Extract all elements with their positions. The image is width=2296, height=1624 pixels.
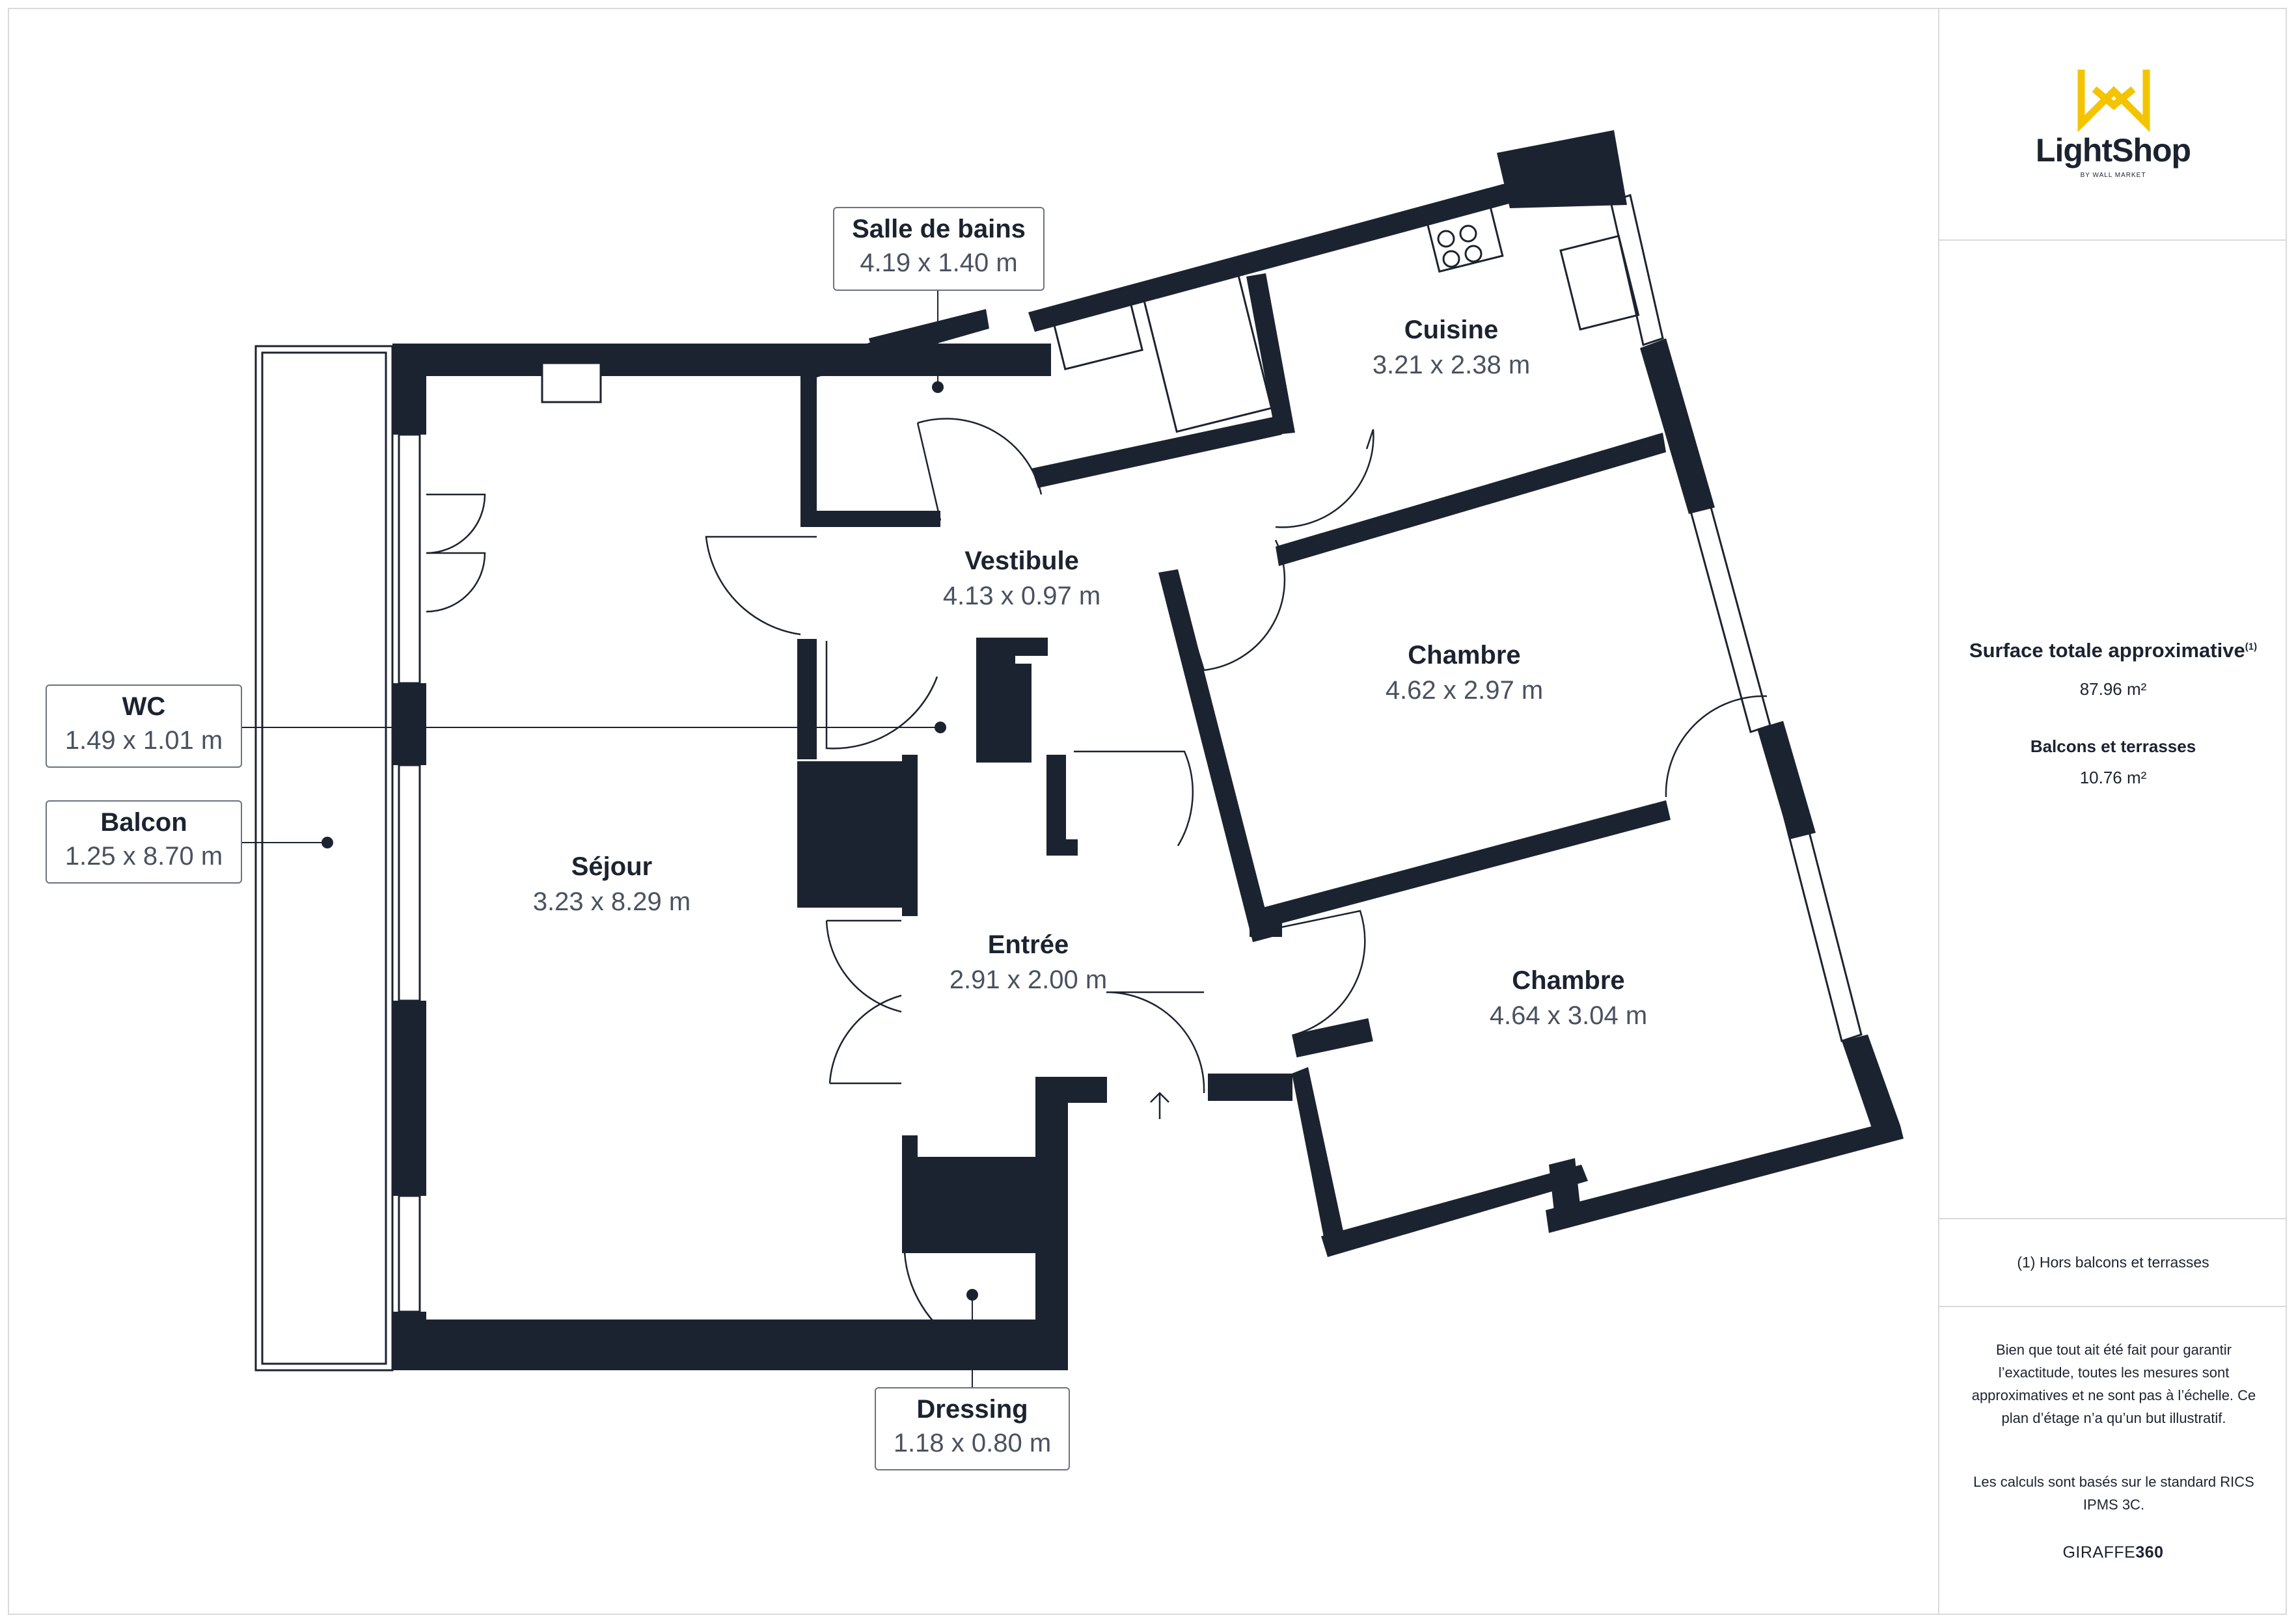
standard-note: Les calculs sont basés sur le standard R… [1973, 1474, 2254, 1513]
panel-divider [1939, 1218, 2287, 1219]
door-swing-icon [1106, 991, 1205, 1094]
wall-segment [1263, 800, 1671, 927]
wall-segment [1842, 1035, 1900, 1135]
door-swing-icon [825, 919, 902, 1013]
door-swing-icon [705, 535, 817, 636]
wall-segment [1292, 1018, 1373, 1058]
wall-segment [976, 639, 1015, 763]
wall-segment [1158, 569, 1272, 942]
window-icon [398, 433, 421, 684]
door-swing-icon [1665, 695, 1768, 798]
balcony-area-value: 10.76 m² [2079, 768, 2147, 787]
room-label-sejour: Séjour 3.23 x 8.29 m [532, 852, 691, 916]
wall-segment [817, 338, 882, 377]
wall-segment [1046, 755, 1066, 849]
wall-segment [392, 1001, 426, 1196]
wall-segment [1208, 1074, 1292, 1101]
wall-segment [1028, 182, 1516, 332]
door-swing-icon [823, 1252, 953, 1338]
wall-segment [797, 761, 916, 908]
walls [392, 130, 1904, 1370]
callout-wc: WC 1.49 x 1.01 m [46, 684, 242, 768]
wall-segment [1250, 911, 1282, 937]
doors [426, 418, 1768, 1338]
door-swing-icon [1265, 910, 1366, 1036]
brand-tagline: BY WALL MARKET [2080, 172, 2146, 179]
window-icon [1688, 496, 1771, 733]
wall-segment [902, 1157, 1035, 1253]
disclaimer: Bien que tout ait été fait pour garantir… [1971, 1342, 2256, 1426]
windows [398, 194, 1863, 1313]
door-swing-icon [426, 493, 486, 554]
page-frame [8, 8, 2287, 1615]
wall-segment [1497, 130, 1627, 208]
room-label-cuisine: Cuisine 3.21 x 2.38 m [1372, 316, 1531, 379]
sink-icon [1559, 234, 1640, 331]
panel-divider [1939, 1306, 2287, 1307]
sink-icon [1050, 291, 1143, 371]
door-swing-icon [1177, 539, 1286, 671]
wall-segment [392, 344, 1051, 376]
room-label-chambre-1: Chambre 4.62 x 2.97 m [1385, 641, 1544, 705]
wall-segment [1321, 1165, 1588, 1257]
footnote: (1) Hors balcons et terrasses [2017, 1254, 2209, 1271]
wall-segment [797, 639, 817, 759]
door-swing-icon [426, 552, 486, 613]
door-swing-icon [825, 641, 938, 750]
room-label-vestibule: Vestibule 4.13 x 0.97 m [942, 547, 1101, 610]
callout-salle-de-bains: Salle de bains 4.19 x 1.40 m [833, 207, 1045, 291]
panel-divider [1939, 239, 2287, 241]
balcony-area-label: Balcons et terrasses [2030, 737, 2196, 756]
info-panel: LightShop BY WALL MARKET Surface totale … [1938, 8, 2287, 1615]
wall-segment [1640, 338, 1715, 514]
lightshop-logo-icon [2077, 70, 2150, 133]
window-icon [1609, 194, 1664, 346]
fixtures [541, 197, 1640, 433]
window-icon [1782, 805, 1863, 1042]
entrance-arrow-icon [1150, 1092, 1169, 1119]
fireplace-icon [541, 362, 602, 403]
door-swing-icon [1074, 750, 1194, 846]
wall-segment [392, 1320, 1068, 1370]
wall-segment [902, 755, 918, 916]
wall-segment [1546, 1126, 1904, 1233]
brand-name: LightShop [2035, 132, 2191, 169]
wall-segment [1046, 839, 1078, 856]
wall-segment [1757, 721, 1816, 839]
leaders [242, 291, 973, 1387]
floor-plan-drawing [242, 130, 1904, 1387]
window-icon [398, 1195, 421, 1313]
balcony-rail [254, 345, 394, 1372]
balcony-rail-inner [261, 351, 387, 1365]
wall-segment [1246, 273, 1295, 435]
wall-segment [1032, 416, 1282, 488]
window-icon [398, 764, 421, 1002]
total-area-value: 87.96 m² [2079, 679, 2147, 699]
wall-segment [1015, 664, 1032, 763]
wall-segment [1035, 1077, 1068, 1370]
wall-segment [817, 511, 940, 527]
room-label-entree: Entrée 2.91 x 2.00 m [949, 930, 1108, 994]
wall-segment [976, 638, 1048, 656]
wall-segment [800, 351, 817, 527]
leader-dots [321, 381, 978, 1301]
total-area-label: Surface totale approximative(1) [1969, 639, 2258, 662]
callout-balcon: Balcon 1.25 x 8.70 m [46, 800, 242, 884]
wall-segment [1035, 1077, 1107, 1103]
callout-dressing: Dressing 1.18 x 0.80 m [875, 1387, 1070, 1470]
room-label-chambre-2: Chambre 4.64 x 3.04 m [1489, 966, 1648, 1030]
balcony-outline [254, 345, 394, 1372]
shower-icon [1141, 267, 1273, 433]
wall-segment [392, 683, 426, 765]
wall-segment [1276, 433, 1666, 566]
door-swing-icon [828, 994, 902, 1085]
door-swing-icon [916, 418, 1043, 521]
provider-brand: GIRAFFE360 [2062, 1543, 2164, 1562]
door-swing-icon [1275, 429, 1374, 528]
wall-segment [869, 309, 989, 361]
cooktop-icon [1424, 197, 1504, 273]
wall-segment [1292, 1067, 1347, 1257]
